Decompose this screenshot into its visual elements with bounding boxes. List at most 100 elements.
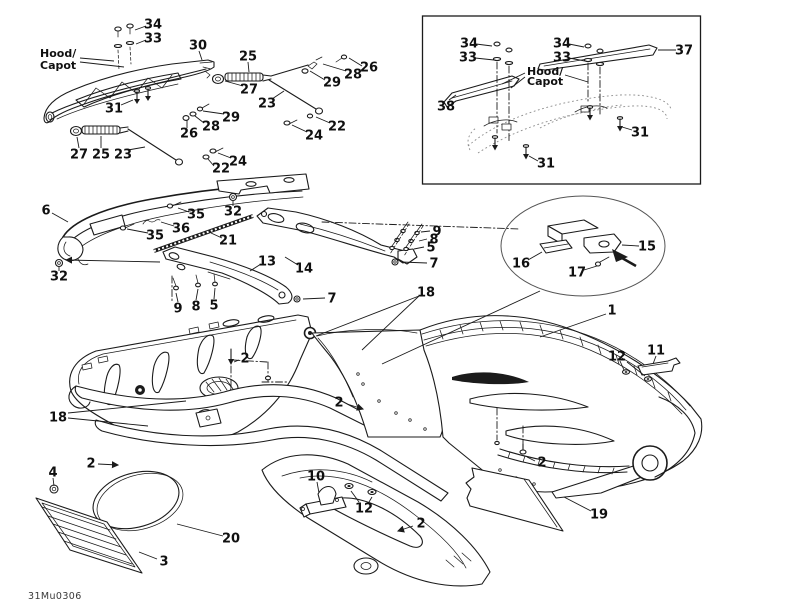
fastener-set-right	[389, 221, 424, 266]
callout-5: 5	[209, 287, 219, 314]
callout-number: 28	[344, 68, 362, 83]
callout-number: 31	[537, 157, 555, 172]
callout-2: 2	[334, 396, 365, 411]
callout-24: 24	[217, 152, 247, 170]
callout-number: 34	[553, 37, 571, 52]
callout-number: 9	[173, 302, 182, 317]
callout-number: 25	[239, 50, 257, 65]
callout-23: 23	[114, 146, 146, 163]
callout-number: 31	[105, 102, 123, 117]
callout-number: 32	[224, 205, 242, 220]
callout-number: 24	[305, 129, 323, 144]
callout-number: 23	[258, 97, 276, 112]
nut-4	[49, 484, 59, 494]
callout-32: 32	[224, 201, 242, 220]
callout-number: 33	[144, 32, 162, 47]
callout-number: 34	[460, 37, 478, 52]
callout-number: 37	[675, 44, 693, 59]
callout-number: 8	[191, 300, 200, 315]
nose-cone	[261, 454, 491, 587]
callout-2: 2	[396, 517, 426, 533]
callout-number: 29	[323, 76, 341, 91]
callout-7: 7	[302, 292, 337, 307]
callout-33: 33	[553, 51, 586, 66]
callout-number: 35	[146, 229, 164, 244]
callout-number: 32	[50, 270, 68, 285]
front-bumper	[54, 173, 310, 268]
side-skirt-19	[465, 467, 564, 532]
callout-number: 16	[512, 257, 530, 272]
callout-31: 31	[528, 155, 555, 172]
callout-number: 23	[114, 148, 132, 163]
callout-number: 11	[647, 344, 665, 359]
callout-34: 34	[553, 37, 585, 52]
detail-circle-latch	[500, 195, 666, 297]
clip-bracket-11	[621, 357, 681, 382]
hinge-bracket-18	[195, 408, 222, 428]
callout-number: 8	[429, 233, 438, 248]
callout-25: 25	[92, 136, 110, 163]
callout-number: 21	[219, 234, 237, 249]
fastener-set-left	[171, 273, 301, 303]
callout-2: 2	[233, 352, 250, 367]
callout-number: 28	[202, 120, 220, 135]
callout-number: 30	[189, 39, 207, 54]
callout-number: 27	[240, 83, 258, 98]
callout-number: 14	[295, 262, 313, 277]
callout-26: 26	[348, 57, 378, 76]
callout-number: 18	[49, 411, 67, 426]
callout-18: 18	[49, 400, 187, 427]
callout-28: 28	[322, 63, 362, 83]
callout-11: 11	[647, 344, 665, 365]
callout-31: 31	[621, 126, 649, 141]
callout-number: 2	[537, 456, 546, 471]
callout-20: 20	[176, 523, 240, 547]
callout-number: 1	[607, 304, 616, 319]
callout-number: 2	[86, 457, 95, 472]
annotation-lines	[64, 57, 589, 365]
hood-latch-mid	[211, 54, 348, 126]
callout-37: 37	[658, 44, 693, 59]
callout-36: 36	[160, 222, 190, 237]
callout-number: 20	[222, 532, 240, 547]
part-code: 31Mu0306	[28, 591, 82, 602]
callout-38: 38	[437, 94, 457, 115]
callout-17: 17	[568, 266, 598, 281]
callout-number: 17	[568, 266, 586, 281]
callout-number: 33	[459, 51, 477, 66]
main-body-pan	[68, 314, 703, 502]
callout-5: 5	[413, 241, 436, 256]
callout-number: 35	[187, 208, 205, 223]
hood-label-main: Hood/Capot	[40, 47, 77, 72]
callout-number: 24	[229, 155, 247, 170]
hood-latch-striker-10	[299, 485, 347, 518]
callout-number: 5	[426, 241, 435, 256]
body-side-panel-1	[419, 315, 703, 493]
callout-number: 27	[70, 148, 88, 163]
callout-number: 29	[222, 111, 240, 126]
callout-number: 3	[159, 555, 168, 570]
push-pins	[491, 105, 624, 160]
callout-10: 10	[307, 470, 325, 494]
callout-34: 34	[134, 18, 162, 33]
callout-33: 33	[135, 32, 162, 47]
callout-29: 29	[309, 70, 341, 91]
callout-16: 16	[512, 251, 543, 272]
callout-number: 26	[360, 61, 378, 76]
callout-33: 33	[459, 51, 495, 66]
hood-latch-left	[69, 103, 224, 166]
callout-number: 6	[41, 204, 50, 219]
callout-34: 34	[460, 37, 493, 52]
latch-bracket-15	[583, 233, 622, 254]
callout-number: 22	[212, 162, 230, 177]
callout-number: 4	[48, 466, 57, 481]
hood-label-inset: Hood/Capot	[527, 65, 564, 88]
callout-number: 5	[209, 299, 218, 314]
callout-13: 13	[249, 255, 276, 272]
callout-15: 15	[621, 240, 656, 255]
spring-36	[142, 219, 161, 225]
callout-22: 22	[207, 158, 230, 177]
